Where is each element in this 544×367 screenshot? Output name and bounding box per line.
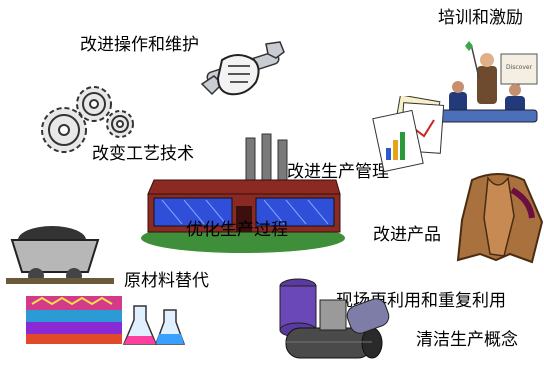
wrench-fist-icon [200, 38, 286, 104]
factory-icon [140, 132, 346, 254]
barrels-icon [276, 272, 396, 364]
label-product: 改进产品 [373, 225, 441, 245]
label-maintenance: 改进操作和维护 [80, 35, 199, 55]
meeting-icon: Discover [435, 32, 541, 128]
label-center: 优化生产过程 [186, 220, 288, 240]
svg-text:Discover: Discover [506, 64, 533, 71]
coal-cart-and-flasks-icon [2, 214, 188, 364]
charts-icon [372, 96, 448, 172]
label-concept: 清洁生产概念 [416, 330, 518, 350]
jacket-icon [452, 170, 544, 266]
label-training: 培训和激励 [438, 8, 523, 28]
gears-icon [34, 78, 138, 160]
label-process-tech: 改变工艺技术 [92, 144, 194, 164]
label-management: 改进生产管理 [287, 162, 389, 182]
label-materials: 原材料替代 [124, 271, 209, 291]
